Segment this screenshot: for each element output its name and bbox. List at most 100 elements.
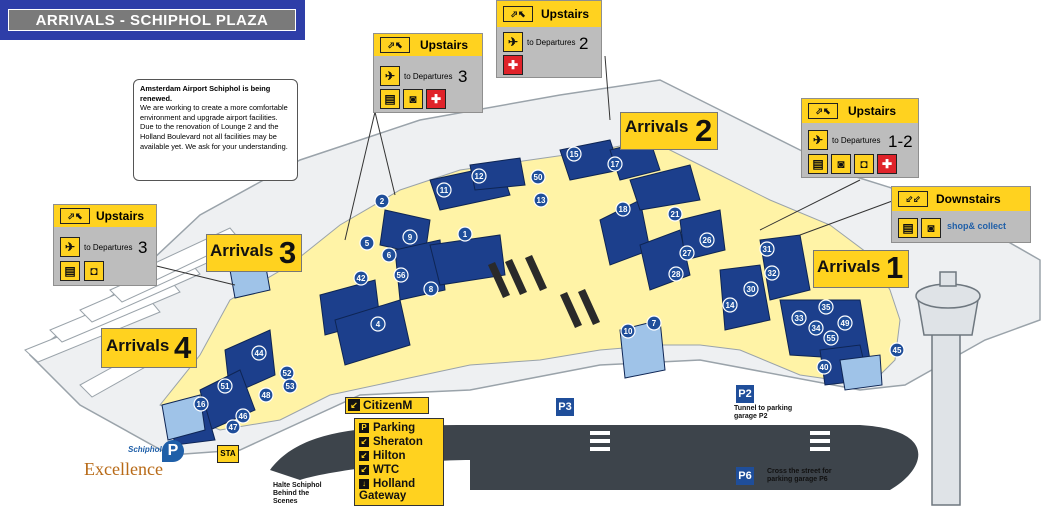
sign-leaders (139, 55, 896, 286)
facility-number: 47 (229, 423, 238, 432)
shop-icon: ◙ (831, 154, 851, 174)
facility-marker (457, 226, 473, 242)
facility-number: 6 (387, 251, 392, 260)
baggage-icon: ▤ (60, 261, 80, 281)
arrivals-text: Arrivals (210, 241, 274, 260)
to-departures-label: to Departures (84, 243, 133, 252)
brand-small: Schiphol (128, 445, 162, 454)
stairs-icon: ⬀⬉ (380, 37, 410, 53)
guide-item: Hilton (373, 450, 406, 462)
facility-number: 12 (475, 172, 484, 181)
car-icon: ◘ (84, 261, 104, 281)
facility-number: 44 (255, 349, 264, 358)
facility-number: 1 (463, 230, 468, 239)
facility-marker (646, 315, 662, 331)
shop-blocks (169, 139, 871, 446)
facility-marker (615, 201, 631, 217)
baggage-icon: ▤ (380, 89, 400, 109)
guide-item: Parking (373, 422, 416, 434)
facility-number: 51 (221, 382, 230, 391)
downstairs-label: Downstairs (936, 192, 1001, 206)
arrivals-number: 1 (886, 250, 904, 285)
arrivals-2-label: Arrivals 2 (620, 112, 718, 150)
facility-marker (258, 387, 274, 403)
guide-item: WTC (373, 464, 400, 476)
facility-marker (251, 345, 267, 361)
facility-number: 45 (893, 346, 902, 355)
facility-marker (193, 396, 209, 412)
facility-number: 18 (619, 205, 628, 214)
facility-number: 9 (408, 233, 413, 242)
facility-number: 5 (365, 239, 370, 248)
sign-upstairs-dep3: ⬀⬉ Upstairs ✈ to Departures 3 ▤ ◙ ✚ (373, 33, 483, 113)
facility-marker (359, 235, 375, 251)
brand-mark: P (162, 440, 184, 462)
facility-number: 31 (763, 245, 772, 254)
facility-number: 35 (822, 303, 831, 312)
facility-number: 55 (827, 334, 836, 343)
facility-number: 50 (534, 173, 543, 182)
facility-number: 40 (820, 363, 829, 372)
facility-marker (402, 229, 418, 245)
p2-marker: P2 (736, 385, 754, 403)
facility-marker (679, 245, 695, 261)
departures-number: 3 (458, 67, 468, 86)
control-tower (915, 271, 981, 506)
brand-name: Excellence (84, 459, 163, 479)
facility-number: 42 (357, 274, 366, 283)
sign-downstairs: ⬃⬃ Downstairs ▤ ◙ shop& collect (891, 186, 1031, 243)
departures-number: 2 (579, 34, 589, 53)
facility-marker (699, 232, 715, 248)
arrow-icon: ↙ (359, 464, 369, 475)
facility-number: 21 (671, 210, 680, 219)
sign-upstairs-left: ⬀⬉ Upstairs ✈ to Departures 3 ▤ ◘ (53, 204, 157, 286)
arrivals-text: Arrivals (817, 257, 881, 276)
facility-marker (791, 310, 807, 326)
facility-number: 13 (537, 196, 546, 205)
guide-item: Sheraton (373, 436, 423, 448)
facility-number: 4 (376, 320, 381, 329)
shop-collect-label: shop& collect (947, 221, 1007, 231)
arrivals-number: 2 (695, 113, 713, 148)
facility-number: 10 (624, 327, 633, 336)
facility-number: 26 (703, 236, 712, 245)
map-title-box: ARRIVALS - SCHIPHOL PLAZA (0, 0, 305, 40)
facility-number: 15 (570, 150, 579, 159)
sign-upstairs-dep12: ⬀⬉ Upstairs ✈ to Departures 1-2 ▤ ◙ ◘ ✚ (801, 98, 919, 178)
facility-marker (282, 378, 298, 394)
facility-marker (607, 156, 623, 172)
car-icon: ◘ (854, 154, 874, 174)
arrivals-4-label: Arrivals 4 (101, 328, 197, 368)
facility-marker (668, 266, 684, 282)
baggage-icon: ▤ (898, 218, 918, 238)
facility-number: 2 (380, 197, 385, 206)
facility-number: 7 (652, 319, 657, 328)
facility-marker (837, 315, 853, 331)
facility-number: 8 (429, 285, 434, 294)
facility-marker (889, 342, 905, 358)
to-departures-label: to Departures (832, 136, 881, 145)
facility-markers: 1245678910111213141516171821262728303132… (193, 146, 905, 435)
departures-number: 3 (138, 238, 148, 257)
first-aid-icon: ✚ (426, 89, 446, 109)
stairs-icon: ⬀⬉ (503, 6, 533, 22)
stairs-icon: ⬀⬉ (60, 208, 90, 224)
facility-marker (566, 146, 582, 162)
facility-number: 14 (726, 301, 735, 310)
facility-number: 46 (239, 412, 248, 421)
citizenm-sign: ↙CitizenM (345, 397, 429, 414)
plane-icon: ✈ (808, 130, 828, 150)
facility-number: 52 (283, 369, 292, 378)
facility-number: 32 (768, 269, 777, 278)
arrivals-text: Arrivals (106, 336, 170, 355)
facility-marker (722, 297, 738, 313)
facility-number: 53 (286, 382, 295, 391)
arrivals-1-label: Arrivals 1 (813, 250, 909, 288)
facility-marker (436, 182, 452, 198)
p2-caption: Tunnel to parking garage P2 (734, 405, 793, 420)
citizenm-label: CitizenM (363, 398, 413, 412)
stairs-down-icon: ⬃⬃ (898, 191, 928, 207)
upstairs-label: Upstairs (541, 7, 590, 21)
shop-icon: ◙ (921, 218, 941, 238)
upstairs-label: Upstairs (848, 104, 897, 118)
